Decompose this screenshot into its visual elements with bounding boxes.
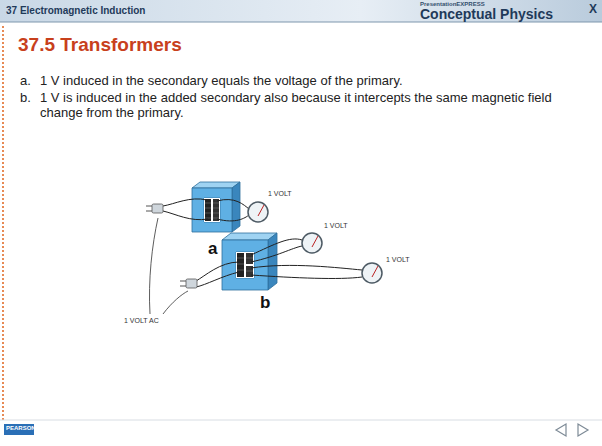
slide-title: 37.5 Transformers (18, 34, 182, 56)
voltmeter (248, 202, 268, 222)
plug-a (146, 204, 163, 213)
nav-back (556, 424, 566, 436)
list-marker: b. (20, 91, 31, 106)
voltmeter (362, 263, 382, 283)
nav-forward (578, 424, 588, 436)
publisher-logo: PEARSON (6, 425, 36, 432)
wires-a (163, 199, 249, 221)
list-text: 1 V induced in the secondary equals the … (40, 74, 403, 89)
source-label: 1 VOLT AC (124, 317, 159, 325)
close-mark: X (589, 3, 597, 17)
leader-line (149, 218, 188, 314)
plug-b (180, 279, 197, 288)
chapter-heading: 37 Electromagnetic Induction (6, 5, 145, 17)
list-marker: a. (20, 74, 31, 89)
voltmeter (302, 233, 322, 253)
figure-letter: a (208, 239, 217, 259)
meter-reading: 1 VOLT (386, 256, 410, 264)
book-title: Conceptual Physics (420, 6, 553, 22)
transformer-a (192, 182, 240, 232)
page-border (2, 26, 4, 420)
meter-reading: 1 VOLT (324, 222, 348, 230)
figure-letter: b (260, 293, 270, 313)
header-bar (0, 0, 602, 22)
transformer-b (222, 233, 277, 290)
footer-rule (0, 420, 602, 421)
list-text: 1 V is induced in the added secondary al… (40, 91, 560, 121)
wires-b (196, 239, 362, 287)
meter-reading: 1 VOLT (268, 190, 292, 198)
